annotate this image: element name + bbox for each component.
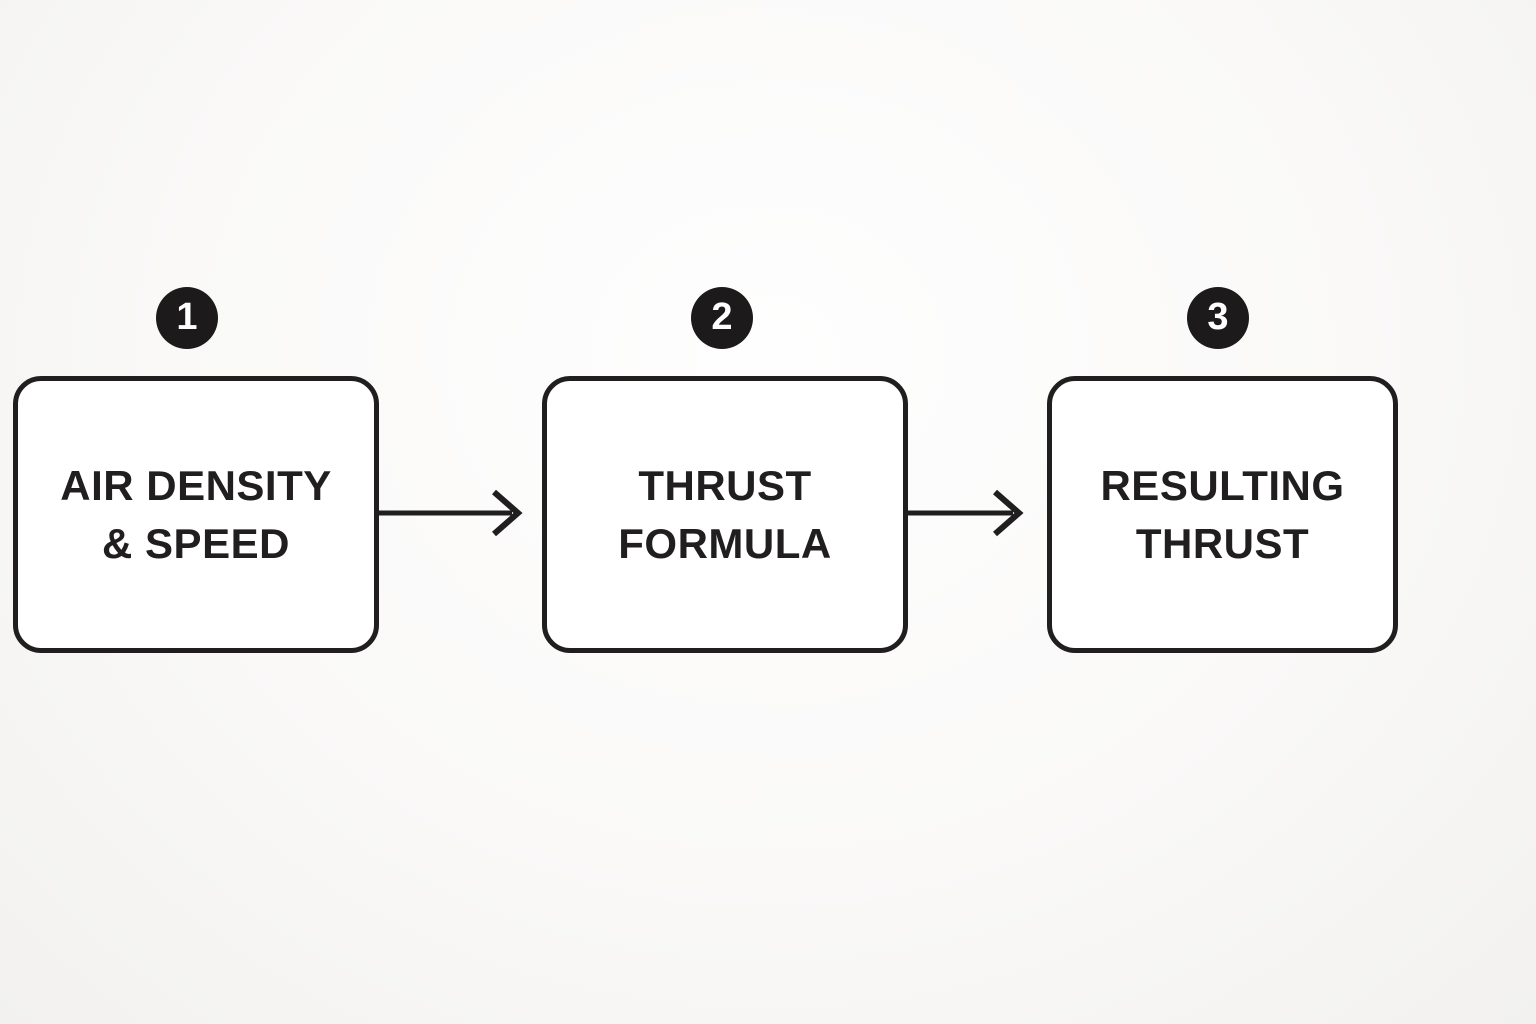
- step-1-label-line-2: & SPEED: [102, 519, 290, 567]
- step-1-number: 1: [176, 296, 198, 338]
- step-2-label-line-2: FORMULA: [618, 519, 832, 567]
- step-2-number-badge: 2: [691, 287, 753, 349]
- arrow-right-icon: [907, 489, 1024, 537]
- step-box-thrust-formula: THRUST FORMULA: [542, 376, 908, 653]
- step-2-label: THRUST FORMULA: [618, 457, 831, 573]
- step-2-number: 2: [711, 296, 733, 338]
- step-1-label-line-1: AIR DENSITY: [60, 461, 332, 509]
- step-box-air-density-speed: AIR DENSITY & SPEED: [13, 376, 379, 653]
- connector-1-to-2: [378, 483, 524, 543]
- step-1-number-badge: 1: [156, 287, 218, 349]
- step-box-resulting-thrust: RESULTING THRUST: [1047, 376, 1398, 653]
- step-1-label: AIR DENSITY & SPEED: [60, 457, 332, 573]
- arrow-right-icon: [378, 489, 523, 537]
- step-3-label: RESULTING THRUST: [1100, 457, 1344, 573]
- step-3-number: 3: [1207, 296, 1229, 338]
- step-3-label-line-2: THRUST: [1135, 519, 1310, 567]
- connector-2-to-3: [907, 483, 1025, 543]
- step-3-number-badge: 3: [1187, 287, 1249, 349]
- step-2-label-line-1: THRUST: [638, 461, 812, 509]
- step-3-label-line-1: RESULTING: [1100, 461, 1345, 509]
